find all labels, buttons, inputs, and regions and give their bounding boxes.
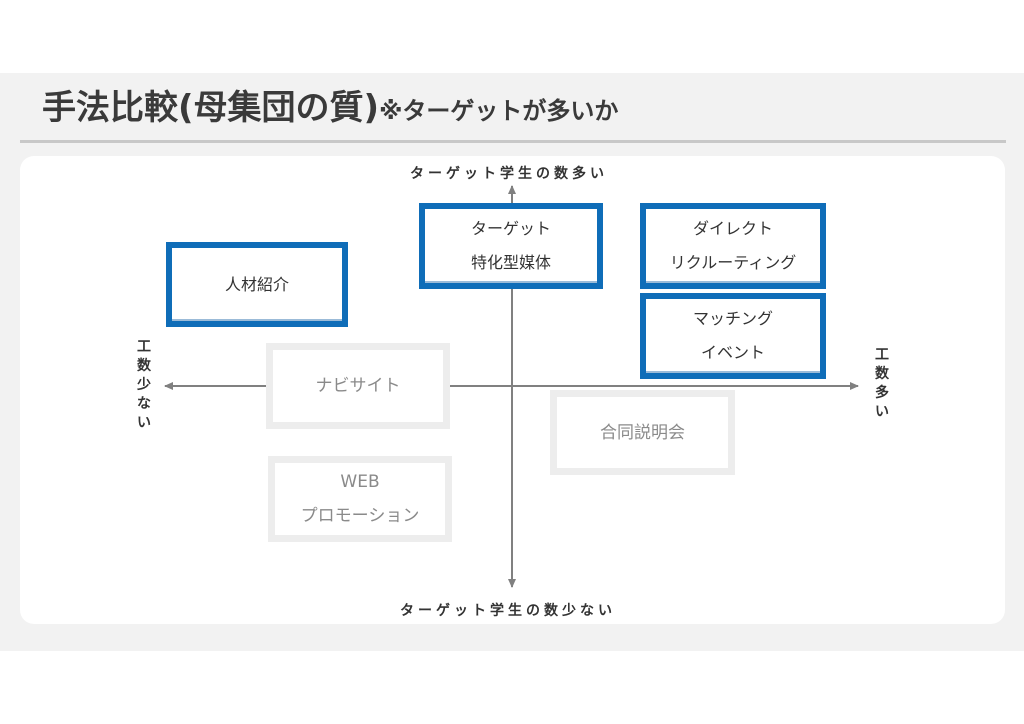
method-label: ダイレクト [692,219,773,238]
method-joint-briefing: 合同説明会 [550,390,735,475]
method-label-2: プロモーション [300,506,420,526]
method-targeted-media: ターゲット 特化型媒体 [419,203,603,289]
method-label: ターゲット [470,219,551,238]
method-direct-recruiting: ダイレクト リクルーティング [640,203,826,289]
title-subtitle: ※ターゲットが多いか [379,97,619,125]
axis-label-top: ターゲット学生の数多い [410,166,608,182]
method-matching-event: マッチング イベント [640,293,826,379]
method-label: 合同説明会 [600,422,685,443]
title-divider [20,140,1006,143]
axis-label-left: 工数少ない [137,339,151,431]
method-navi-site: ナビサイト [266,343,450,429]
method-label: 人材紹介 [224,274,289,294]
method-label-2: イベント [700,343,765,362]
method-label: ナビサイト [315,376,401,396]
axis-label-right: 工数多い [875,347,889,420]
method-label: WEB [340,472,380,492]
method-recruitment-agency: 人材紹介 [166,242,348,327]
method-label-2: 特化型媒体 [470,253,551,272]
method-web-promotion: WEB プロモーション [268,456,452,542]
axis-label-bottom: ターゲット学生の数少ない [400,603,616,619]
method-label: マッチング [692,309,773,328]
method-label-2: リクルーティング [669,253,797,272]
slide-title: 手法比較(母集団の質)※ターゲットが多いか [42,86,618,130]
title-main: 手法比較(母集団の質) [42,88,380,128]
